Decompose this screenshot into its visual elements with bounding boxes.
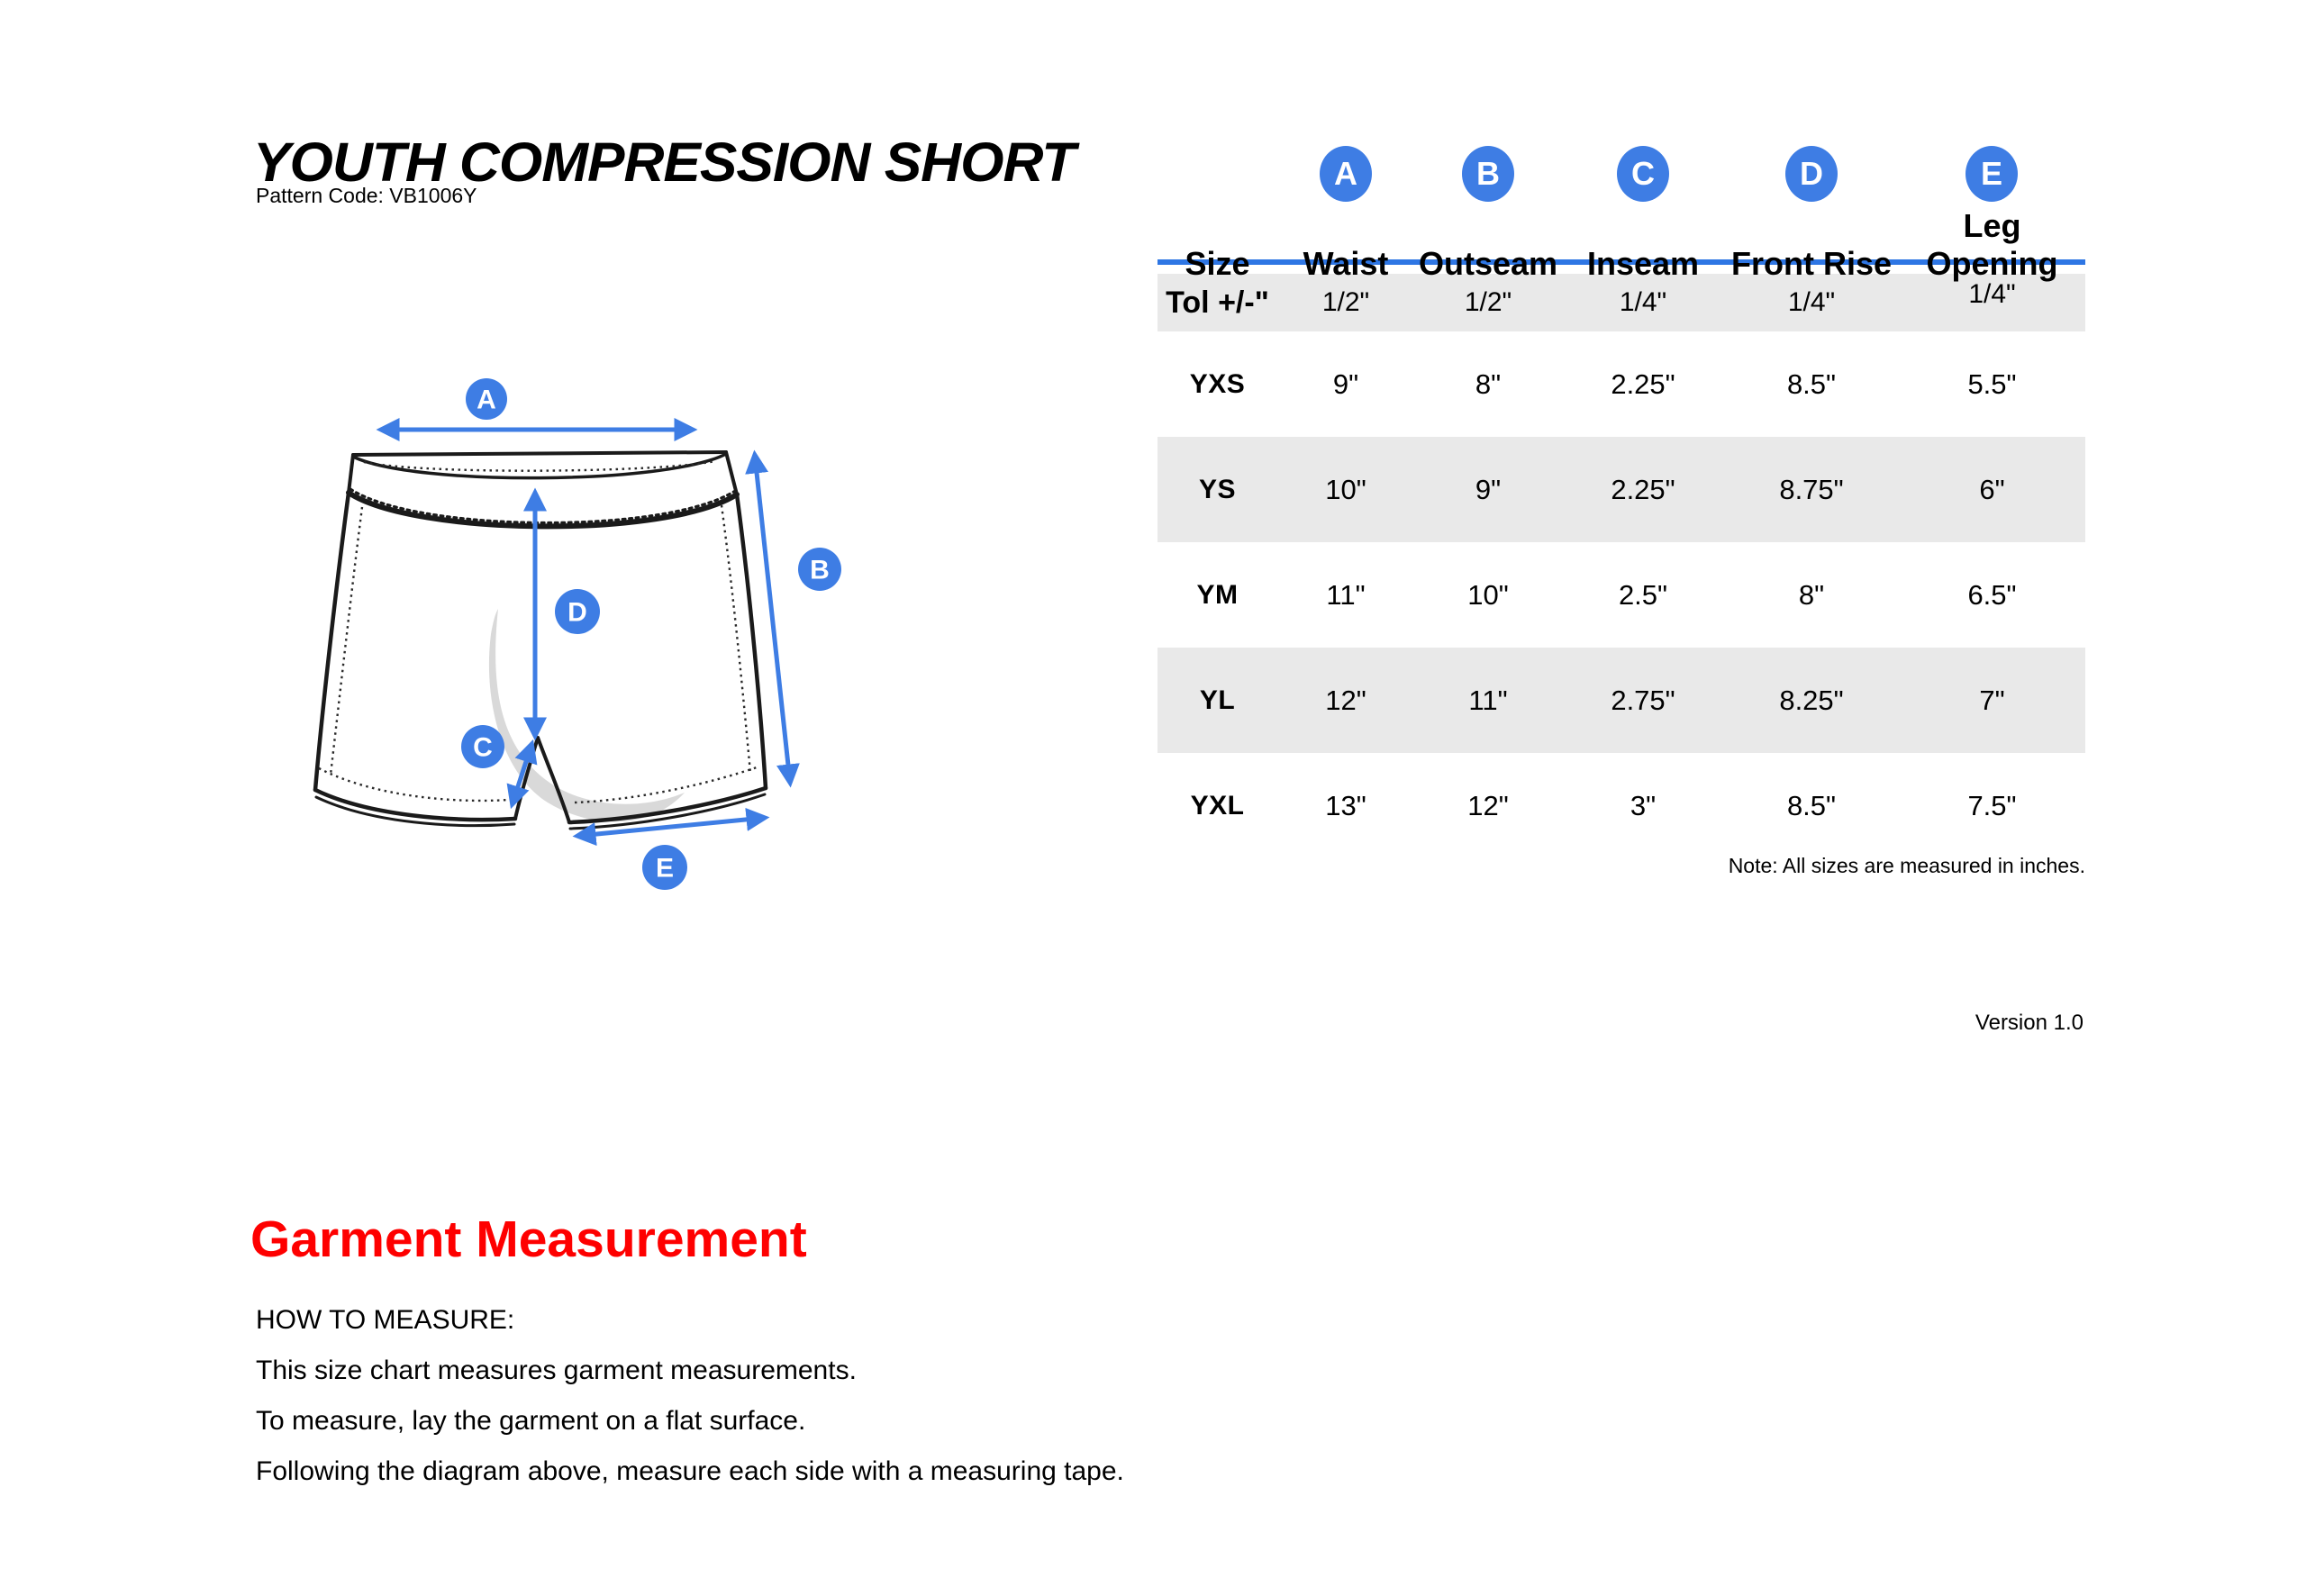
inseam-value: 2.25" [1611, 367, 1675, 400]
leg-opening-value: 6" [1979, 473, 2005, 505]
how-to-line: This size chart measures garment measure… [256, 1356, 857, 1385]
front-rise-value: 8" [1798, 578, 1825, 611]
diagram-label-b: B [810, 556, 830, 585]
measurement-arrows [376, 418, 800, 847]
tolerance-value: 1/2" [1321, 287, 1370, 317]
inseam-value: 2.25" [1611, 473, 1675, 505]
shorts-outline [313, 450, 768, 830]
table-body: YXS 9" 8" 2.25" 8.5" 5.5" YS 10" 9" 2.25… [1158, 331, 2085, 858]
page-title: YOUTH COMPRESSION SHORT [253, 131, 1076, 193]
outseam-value: 10" [1467, 578, 1509, 611]
table-row: YS 10" 9" 2.25" 8.75" 6" [1158, 437, 2085, 542]
leg-opening-value: 7" [1979, 684, 2005, 716]
table-row: YXS 9" 8" 2.25" 8.5" 5.5" [1158, 331, 2085, 437]
tolerance-label: Tol +/-" [1166, 285, 1269, 320]
how-to-line: HOW TO MEASURE: [256, 1305, 515, 1335]
header-waist: Waist [1303, 245, 1389, 282]
header-size: Size [1185, 245, 1250, 282]
table-row: YXL 13" 12" 3" 8.5" 7.5" [1158, 753, 2085, 858]
size-chart-table: A B C D E Size Waist Outseam Inseam Fron… [1158, 144, 2085, 858]
diagram-label-e: E [656, 854, 674, 884]
table-row: YM 11" 10" 2.5" 8" 6.5" [1158, 542, 2085, 648]
stitch-lines [318, 459, 760, 804]
arrow-inseam-C [506, 739, 538, 810]
tolerance-value: 1/4" [1787, 287, 1836, 317]
table-row: YL 12" 11" 2.75" 8.25" 7" [1158, 648, 2085, 753]
column-letter-b-icon: B [1462, 146, 1514, 202]
inseam-value: 2.5" [1618, 578, 1668, 611]
column-letter-label: C [1631, 155, 1655, 192]
waist-value: 9" [1332, 367, 1359, 400]
table-header-row: Size Waist Outseam Inseam Front Rise Leg… [1158, 207, 2085, 282]
outseam-value: 12" [1467, 789, 1509, 821]
outseam-value: 8" [1475, 367, 1502, 400]
front-rise-value: 8.75" [1779, 473, 1844, 505]
column-letter-d-icon: D [1785, 146, 1838, 202]
garment-measurement-heading: Garment Measurement [250, 1211, 807, 1268]
waist-value: 12" [1325, 684, 1366, 716]
pattern-code: Pattern Code: VB1006Y [256, 184, 477, 207]
version-label: Version 1.0 [1975, 1011, 2084, 1035]
column-letter-label: B [1476, 155, 1500, 192]
tolerance-value: 1/4" [1968, 279, 2016, 309]
units-note: Note: All sizes are measured in inches. [1728, 854, 2085, 877]
diagram-label-c: C [473, 733, 493, 763]
shadow-crescent [488, 609, 685, 822]
outseam-value: 11" [1468, 684, 1508, 716]
outseam-value: 9" [1475, 473, 1502, 505]
size-label: YM [1196, 579, 1239, 610]
size-label: YS [1198, 474, 1237, 504]
arrow-leg-opening-E [572, 807, 770, 847]
size-label: YXS [1189, 368, 1246, 399]
waist-value: 11" [1326, 578, 1366, 611]
header-leg-opening: Leg Opening [1926, 207, 2058, 282]
inseam-value: 2.75" [1611, 684, 1675, 716]
header-outseam: Outseam [1418, 245, 1558, 282]
leg-opening-value: 5.5" [1967, 367, 2017, 400]
how-to-line: Following the diagram above, measure eac… [256, 1456, 1124, 1486]
waist-value: 13" [1325, 789, 1366, 821]
front-rise-value: 8.25" [1779, 684, 1844, 716]
tolerance-row: Tol +/-" 1/2" 1/2" 1/4" 1/4" 1/4" [1158, 274, 2085, 331]
column-letter-e-icon: E [1966, 146, 2018, 202]
inseam-value: 3" [1630, 789, 1657, 821]
diagram-letter-badges: A B C D E [461, 378, 841, 890]
front-rise-value: 8.5" [1786, 367, 1837, 400]
waist-value: 10" [1325, 473, 1366, 505]
size-label: YL [1199, 685, 1236, 715]
leg-opening-value: 7.5" [1967, 789, 2017, 821]
column-letter-c-icon: C [1617, 146, 1669, 202]
front-rise-value: 8.5" [1786, 789, 1837, 821]
leg-opening-value: 6.5" [1967, 578, 2017, 611]
shorts-measurement-diagram: A B C D E [313, 378, 841, 890]
column-letter-a-icon: A [1320, 146, 1372, 202]
how-to-measure-block: HOW TO MEASURE: This size chart measures… [256, 1295, 1124, 1497]
size-label: YXL [1190, 790, 1245, 821]
how-to-line: To measure, lay the garment on a flat su… [256, 1406, 806, 1436]
column-letter-label: D [1800, 155, 1823, 192]
arrow-outseam-B [745, 449, 800, 788]
diagram-label-a: A [477, 385, 496, 415]
column-letter-strip: A B C D E [1158, 144, 2085, 207]
header-inseam: Inseam [1586, 245, 1700, 282]
tolerance-value: 1/4" [1619, 287, 1667, 317]
diagram-label-d: D [567, 598, 587, 628]
column-letter-label: E [1980, 155, 2002, 192]
column-letter-label: A [1334, 155, 1357, 192]
header-front-rise: Front Rise [1730, 245, 1892, 282]
tolerance-value: 1/2" [1464, 287, 1512, 317]
